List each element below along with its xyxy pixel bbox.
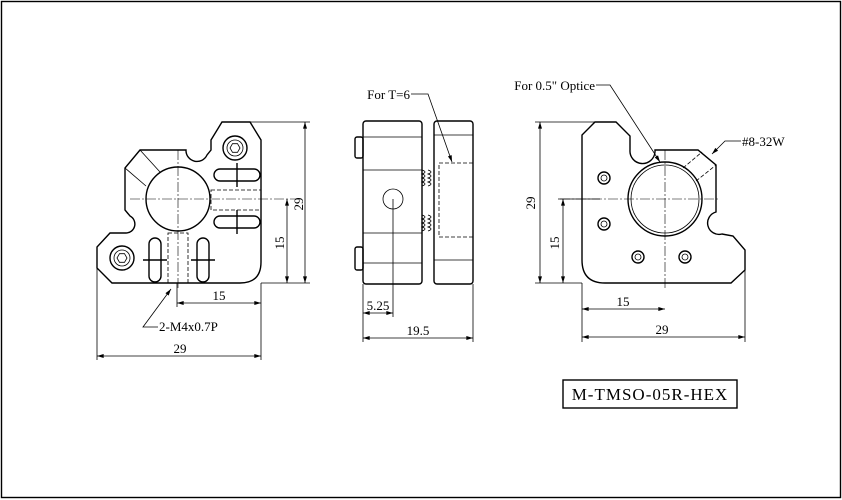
rear-outline [581,121,746,284]
thread-note: 2-M4x0.7P [159,319,218,334]
side-plate [433,120,474,285]
front-outline [96,121,262,284]
dim-width-overall: 29 [656,322,669,337]
thread-note: #8-32W [742,134,785,149]
dim-height-overall: 29 [523,197,538,210]
dim-width-center: 15 [617,294,630,309]
rear-view: 29 15 15 29 For 0.5" Optice #8-32W [514,78,785,342]
spring-icon [420,169,432,187]
part-number-box [562,379,738,409]
side-view: 5.25 19.5 For T=6 [354,87,474,342]
part-number: M-TMSO-05R-HEX [572,385,729,404]
optic-note: For 0.5" Optice [514,78,595,93]
dim-width-overall: 29 [174,341,187,356]
dim-height-center: 15 [547,237,562,250]
dim-depth-overall: 19.5 [407,323,430,338]
thickness-note: For T=6 [367,87,410,102]
dim-height-center: 15 [272,237,287,250]
mount-hole-icon [597,171,692,264]
dim-width-center: 15 [213,288,226,303]
spring-icon [420,214,432,232]
hex-screw-icon [109,245,135,271]
dim-height-overall: 29 [291,198,306,211]
hex-screw-icon [222,135,248,161]
side-body [362,120,423,285]
front-view: 29 15 15 29 2-M4x0.7P [96,121,310,360]
dim-hole-offset: 5.25 [367,298,390,313]
